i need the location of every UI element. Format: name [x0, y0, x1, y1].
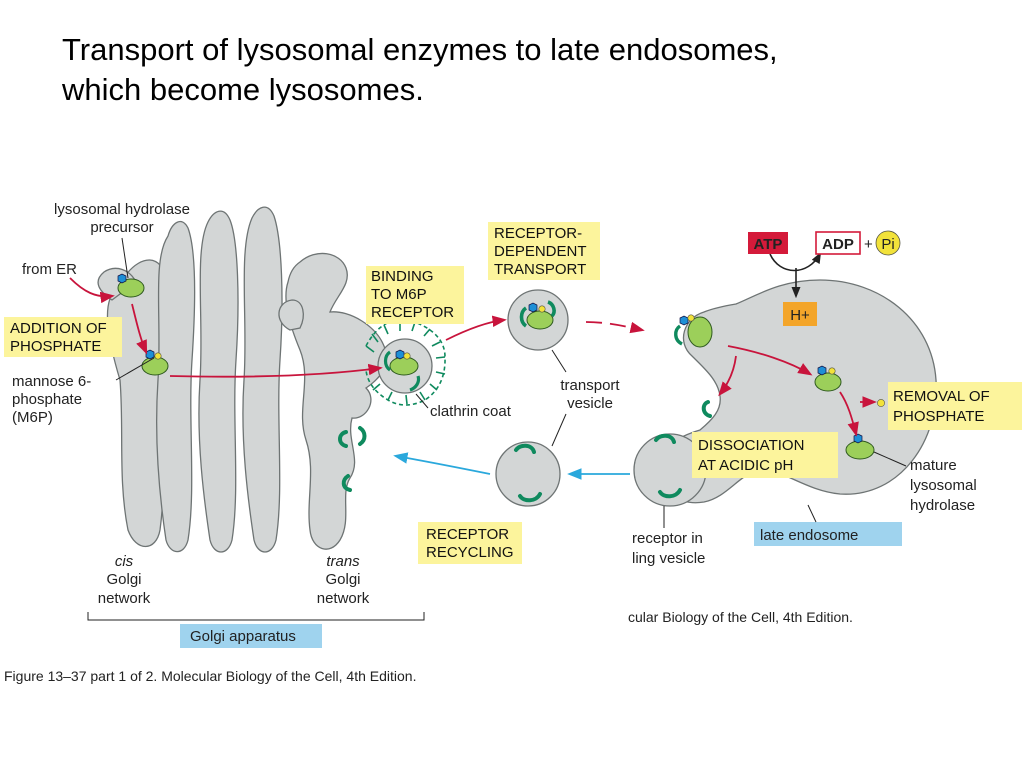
- recycling-arrows: [393, 452, 630, 480]
- label-receptor-vesicle-line-1: receptor in: [632, 530, 703, 547]
- plus-sign: +: [864, 236, 873, 253]
- transport-vesicle-recycling: [495, 441, 561, 507]
- box-rdt-line-1: RECEPTOR-: [494, 225, 582, 242]
- late-endosome-pointer: [807, 504, 817, 523]
- box-removal-of-phosphate: REMOVAL OF PHOSPHATE: [888, 382, 1022, 430]
- adp-badge: ADP: [815, 231, 861, 255]
- box-golgi-apparatus-label: Golgi apparatus: [190, 628, 296, 645]
- label-m6p-line-3: (M6P): [12, 409, 53, 426]
- m6p-pointer: [115, 357, 155, 381]
- box-dissociation-at-acidic-ph: DISSOCIATION AT ACIDIC pH: [692, 432, 838, 478]
- box-removal-line-2: PHOSPHATE: [893, 408, 984, 425]
- label-transport-vesicle-line-1: transport: [560, 377, 620, 394]
- box-receptor-recycling: RECEPTOR RECYCLING: [418, 522, 522, 564]
- golgi-cisterna-3: [198, 210, 239, 553]
- label-trans-line-2: Golgi: [325, 571, 360, 588]
- label-mature-hydrolase-line-2: lysosomal: [910, 477, 977, 494]
- box-addition-of-phosphate: ADDITION OF PHOSPHATE: [4, 317, 122, 357]
- atp-badge: ATP: [748, 232, 788, 254]
- trans-golgi-network: [285, 252, 387, 550]
- golgi-cisterna-2: [156, 220, 196, 553]
- box-receptor-dependent-transport: RECEPTOR- DEPENDENT TRANSPORT: [488, 222, 600, 280]
- recycled-receptors-tgn: [338, 426, 367, 492]
- h-plus-label: H+: [790, 307, 810, 324]
- label-receptor-vesicle-line-2: ling vesicle: [632, 550, 705, 567]
- box-late-endosome-label: late endosome: [760, 527, 858, 544]
- golgi-cisterna-4: [242, 206, 283, 553]
- box-golgi-apparatus: Golgi apparatus: [180, 624, 322, 648]
- transport-vesicle-forward: [507, 289, 569, 351]
- box-rdt-line-3: TRANSPORT: [494, 261, 586, 278]
- label-mature-hydrolase-line-1: mature: [910, 457, 957, 474]
- transport-vesicle-pointer-bottom: [551, 413, 567, 447]
- mature-hydrolase-pointer: [873, 451, 907, 467]
- slide-title-line-1: Transport of lysosomal enzymes to late e…: [62, 32, 778, 67]
- label-trans-line-1: trans: [326, 553, 360, 570]
- atp-hydrolysis-arrow: [769, 252, 822, 299]
- label-transport-vesicle-line-2: vesicle: [567, 395, 613, 412]
- atp-label: ATP: [754, 236, 783, 253]
- label-m6p-line-2: phosphate: [12, 391, 82, 408]
- label-cis-line-2: Golgi: [106, 571, 141, 588]
- box-binding-line-2: TO M6P: [371, 286, 427, 303]
- slide-title-line-2: which become lysosomes.: [62, 72, 424, 107]
- label-cis-line-1: cis: [115, 553, 134, 570]
- box-recycling-line-2: RECYCLING: [426, 544, 514, 561]
- forward-arrows: [69, 277, 877, 437]
- box-removal-line-1: REMOVAL OF: [893, 388, 990, 405]
- figure-caption: Figure 13–37 part 1 of 2. Molecular Biol…: [4, 668, 416, 684]
- slide-title: Transport of lysosomal enzymes to late e…: [62, 30, 962, 110]
- adp-label: ADP: [822, 236, 854, 253]
- pi-label: Pi: [881, 236, 894, 253]
- box-dissociation-line-2: AT ACIDIC pH: [698, 457, 793, 474]
- h-plus-badge: H+: [783, 302, 817, 326]
- box-recycling-line-1: RECEPTOR: [426, 526, 509, 543]
- box-rdt-line-2: DEPENDENT: [494, 243, 587, 260]
- label-clathrin-coat: clathrin coat: [430, 403, 512, 420]
- precursor-pointer: [121, 237, 129, 279]
- box-addition-of-phosphate-line-2: PHOSPHATE: [10, 338, 101, 355]
- box-binding-line-1: BINDING: [371, 268, 434, 285]
- label-mature-hydrolase-line-3: hydrolase: [910, 497, 975, 514]
- precursor-enzyme: [117, 273, 145, 298]
- transport-vesicle-pointer-top: [551, 349, 567, 373]
- label-trans-line-3: network: [317, 590, 370, 607]
- box-binding-to-m6p-receptor: BINDING TO M6P RECEPTOR: [366, 266, 464, 324]
- partial-caption: cular Biology of the Cell, 4th Edition.: [628, 609, 853, 625]
- box-late-endosome: late endosome: [754, 522, 902, 546]
- label-from-er: from ER: [22, 261, 77, 278]
- clathrin-pointer: [415, 393, 429, 409]
- clathrin-coated-bud: [365, 318, 446, 406]
- box-binding-line-3: RECEPTOR: [371, 304, 454, 321]
- box-addition-of-phosphate-line-1: ADDITION OF: [10, 320, 107, 337]
- label-hydrolase-precursor-line-2: precursor: [90, 219, 153, 236]
- golgi-bracket: [87, 612, 425, 621]
- box-dissociation-line-1: DISSOCIATION: [698, 437, 804, 454]
- label-m6p-line-1: mannose 6-: [12, 373, 91, 390]
- pi-badge: Pi: [875, 230, 901, 256]
- label-hydrolase-precursor-line-1: lysosomal hydrolase: [54, 201, 190, 218]
- golgi-stack: [97, 206, 387, 553]
- label-cis-line-3: network: [98, 590, 151, 607]
